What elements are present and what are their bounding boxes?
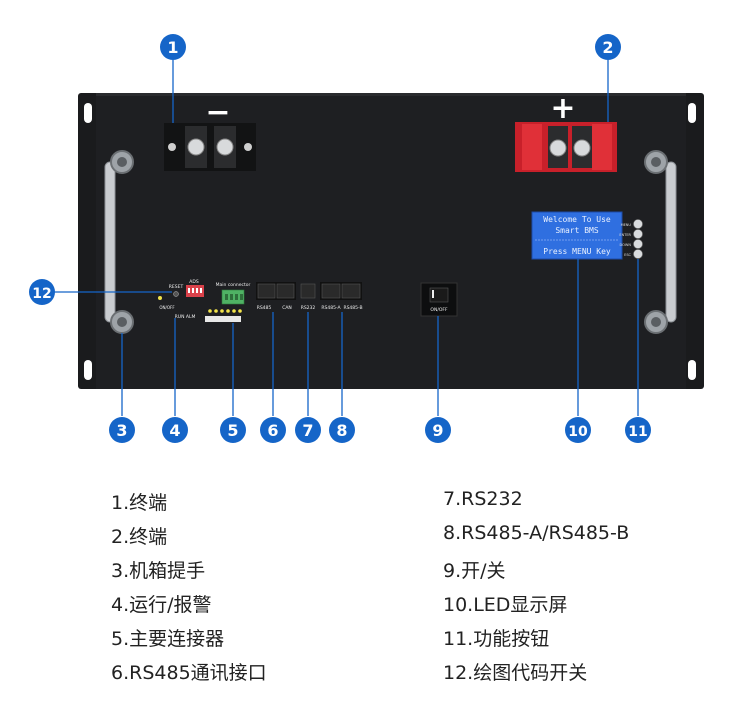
esc-button[interactable]: [633, 249, 643, 259]
port-label-rs485: RS485: [257, 305, 272, 311]
status-controls: RESET ON/OFF ADS RUN ALM: [158, 279, 204, 320]
port-label-rs485-b: RS485-B: [343, 305, 362, 311]
power-switch-rocker[interactable]: [429, 287, 449, 303]
svg-text:2: 2: [602, 38, 613, 57]
legend-item-5: 5.主要连接器: [111, 628, 225, 650]
lcd-line-2: Smart BMS: [555, 226, 599, 235]
callout-9: 9: [425, 417, 451, 443]
adds-label: ADS: [189, 279, 199, 285]
rs485-b-port[interactable]: [341, 283, 361, 299]
negative-terminal: −: [164, 95, 256, 171]
legend-item-4: 4.运行/报警: [111, 594, 212, 616]
svg-text:9: 9: [432, 421, 443, 440]
callout-3: 3: [109, 417, 135, 443]
legend-item-8: 8.RS485-A/RS485-B: [443, 522, 630, 544]
legend-item-9: 9.开/关: [443, 560, 506, 582]
callout-10: 10: [565, 417, 591, 443]
callout-11: 11: [625, 417, 651, 443]
legend-item-11: 11.功能按钮: [443, 628, 550, 650]
leader-lines: [54, 60, 639, 416]
on-off-label: ON/OFF: [159, 305, 175, 310]
legend-item-10: 10.LED显示屏: [443, 594, 568, 616]
battery-front-panel-diagram: − + Welcome To Use Smart BMS Press MENU …: [29, 34, 704, 443]
reset-label: RESET: [169, 284, 184, 290]
port-label-rs485-a: RS485-A: [321, 305, 341, 311]
port-label-rs232: RS232: [301, 305, 316, 311]
rs232-port[interactable]: [300, 283, 316, 299]
callout-2: 2: [595, 34, 621, 60]
svg-text:11: 11: [628, 424, 647, 440]
rs232-port-group: RS232: [300, 283, 316, 311]
button-label-esc: ESC: [624, 253, 631, 257]
svg-text:3: 3: [116, 421, 127, 440]
svg-text:10: 10: [568, 424, 588, 440]
right-handle: [644, 150, 677, 334]
svg-text:8: 8: [336, 421, 347, 440]
run-alm-label: RUN ALM: [175, 314, 196, 320]
main-connector: Main connector: [205, 282, 251, 322]
left-handle: [104, 150, 134, 334]
function-buttons: MENU ENTER DOWN ESC: [619, 219, 643, 259]
svg-text:1: 1: [167, 38, 178, 57]
callout-5: 5: [220, 417, 246, 443]
legend-item-7: 7.RS232: [443, 488, 523, 510]
button-label-enter: ENTER: [619, 233, 631, 237]
lcd-display: Welcome To Use Smart BMS Press MENU Key: [531, 211, 623, 260]
button-label-down: DOWN: [619, 243, 631, 247]
legend-item-2: 2.终端: [111, 526, 168, 548]
svg-text:7: 7: [302, 421, 313, 440]
callout-1: 1: [160, 34, 186, 60]
can-port[interactable]: [276, 283, 295, 299]
callout-7: 7: [295, 417, 321, 443]
positive-terminal: +: [515, 91, 617, 172]
dip-switch[interactable]: [186, 285, 204, 297]
rs485-can-ports: RS485 CAN: [256, 282, 296, 311]
menu-button[interactable]: [633, 219, 643, 229]
legend-item-12: 12.绘图代码开关: [443, 662, 588, 684]
legend-item-3: 3.机箱提手: [111, 560, 206, 582]
power-switch: ON/OFF: [420, 282, 458, 317]
rs485-a-port[interactable]: [321, 283, 341, 299]
svg-text:5: 5: [227, 421, 238, 440]
svg-text:6: 6: [267, 421, 278, 440]
plus-symbol: +: [550, 91, 575, 126]
lcd-line-1: Welcome To Use: [543, 215, 611, 224]
button-label-menu: MENU: [621, 223, 632, 227]
legend-item-1: 1.终端: [111, 492, 168, 514]
callout-12: 12: [29, 279, 55, 305]
power-led: [158, 296, 162, 300]
reset-button[interactable]: [173, 291, 179, 297]
main-connector-label: Main connector: [216, 282, 251, 288]
enter-button[interactable]: [633, 229, 643, 239]
svg-text:12: 12: [32, 286, 51, 302]
legend-item-6: 6.RS485通讯接口: [111, 662, 267, 684]
callout-4: 4: [162, 417, 188, 443]
callout-8: 8: [329, 417, 355, 443]
rs485-ab-ports: RS485-A RS485-B: [320, 282, 363, 311]
callout-6: 6: [260, 417, 286, 443]
svg-text:4: 4: [169, 421, 180, 440]
down-button[interactable]: [633, 239, 643, 249]
lcd-line-3: Press MENU Key: [543, 247, 611, 256]
switch-label: ON/OFF: [430, 307, 448, 313]
port-label-can: CAN: [282, 305, 292, 311]
rs485-port[interactable]: [257, 283, 276, 299]
